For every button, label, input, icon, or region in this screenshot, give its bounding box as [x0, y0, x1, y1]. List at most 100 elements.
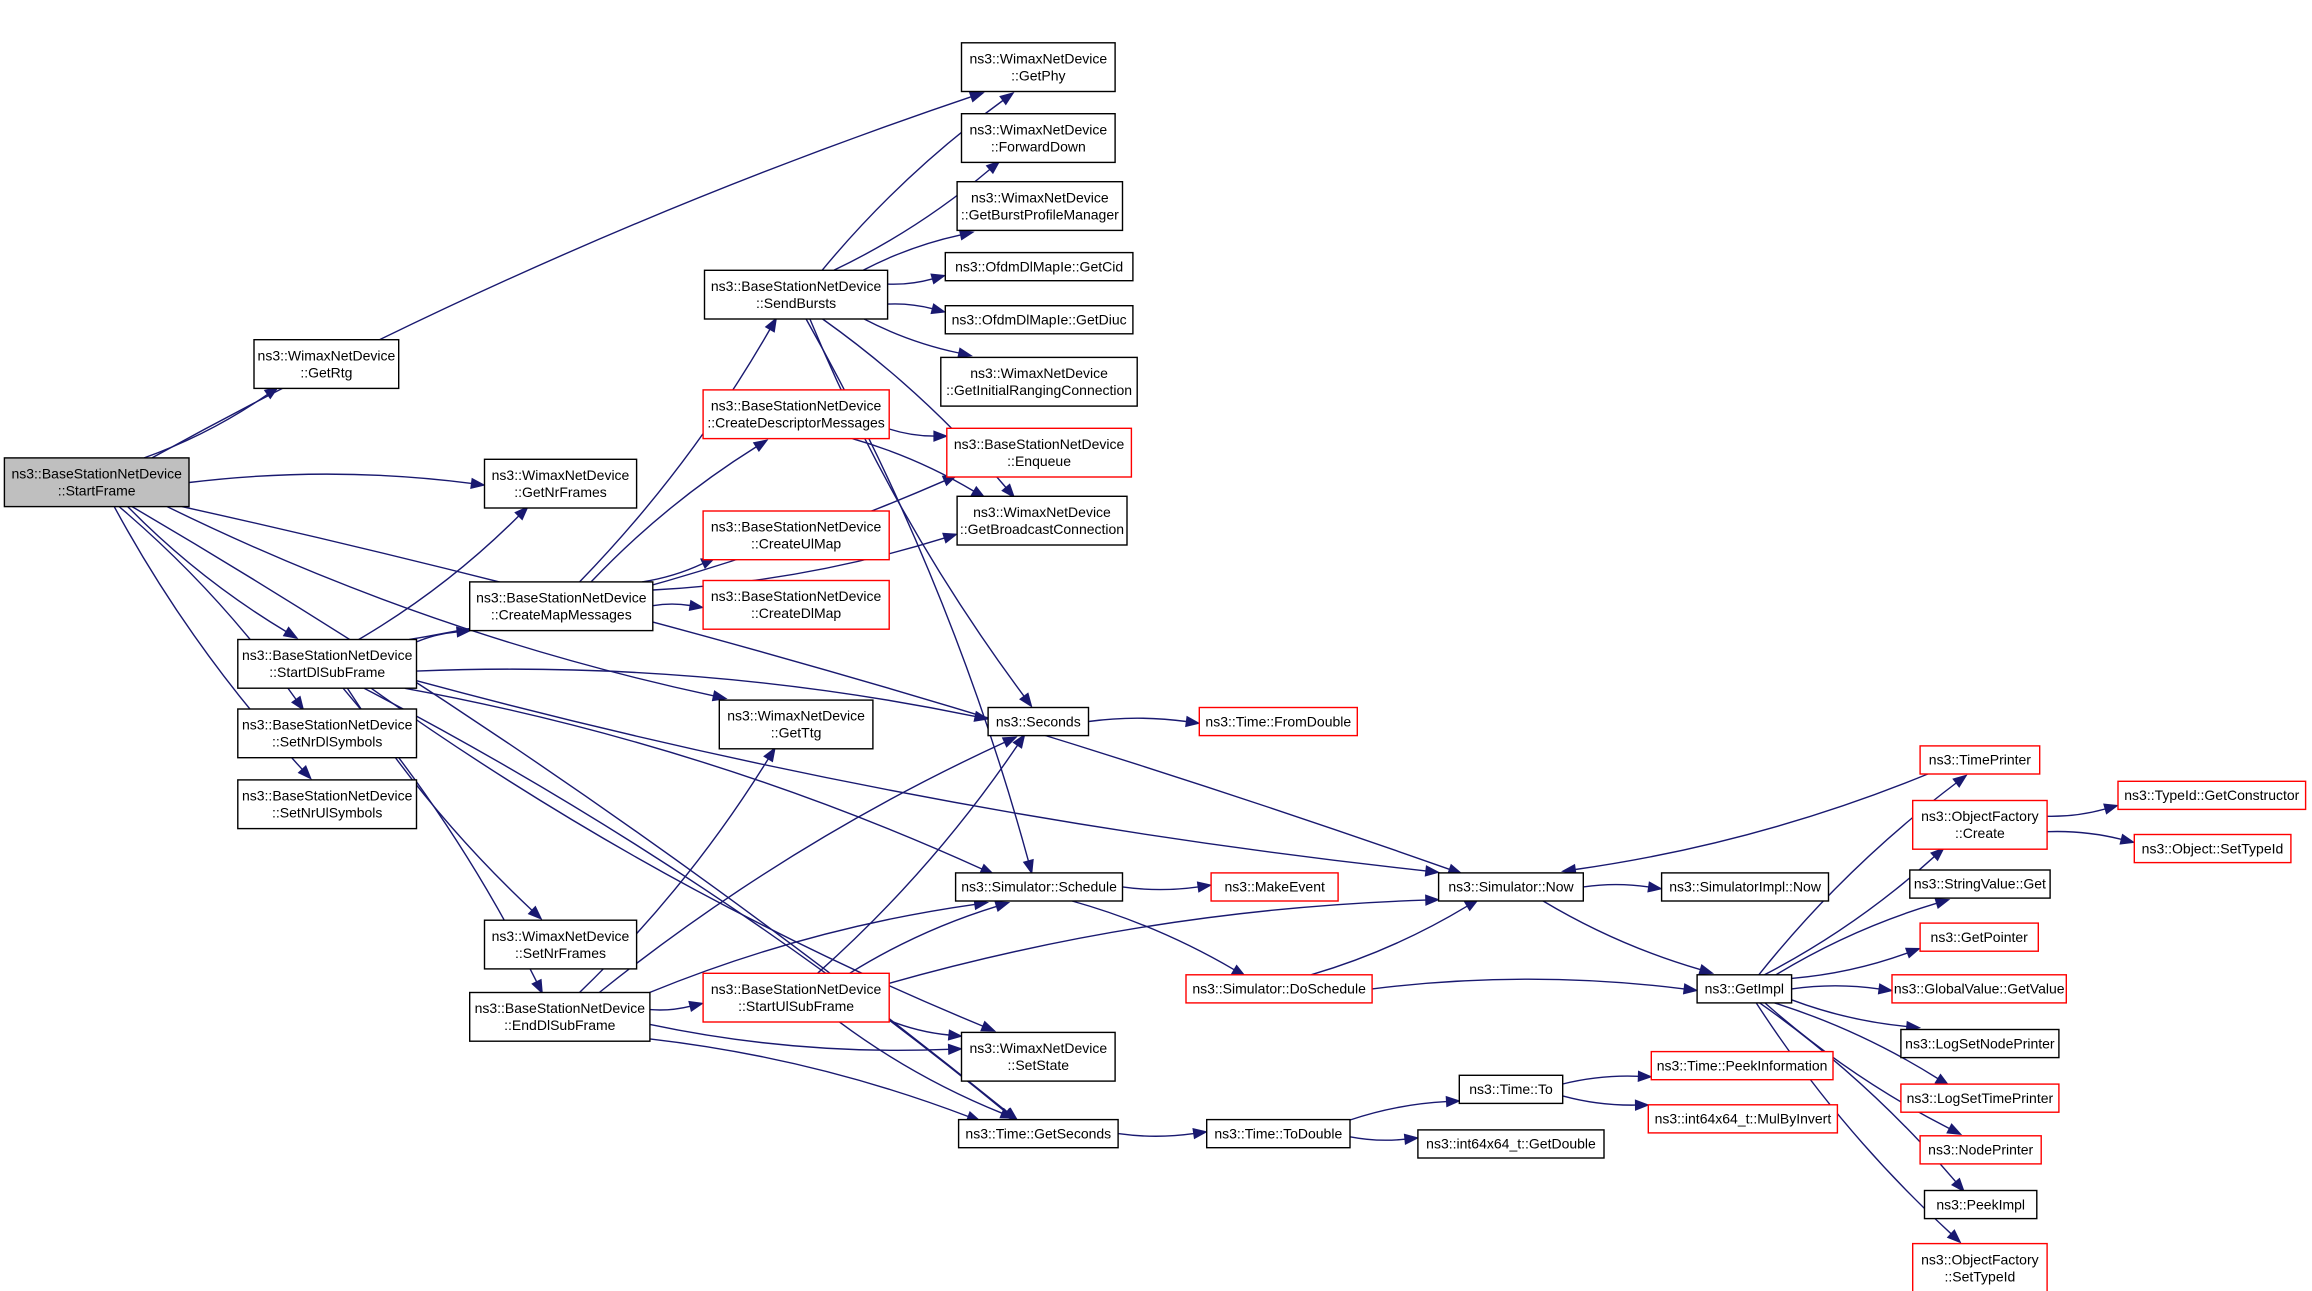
node-setstate[interactable]: ns3::WimaxNetDevice::SetState: [960, 1031, 1116, 1082]
node-box[interactable]: [3, 457, 190, 508]
node-getimpl[interactable]: ns3::GetImpl: [1696, 974, 1793, 1004]
node-getbroadcast[interactable]: ns3::WimaxNetDevice::GetBroadcastConnect…: [956, 495, 1128, 546]
node-getdiuc[interactable]: ns3::OfdmDlMapIe::GetDiuc: [944, 305, 1134, 335]
node-box[interactable]: [956, 180, 1124, 232]
node-box[interactable]: [946, 427, 1133, 478]
node-box[interactable]: [703, 269, 889, 320]
node-timeprinter[interactable]: ns3::TimePrinter: [1919, 745, 2041, 775]
node-getseconds[interactable]: ns3::Time::GetSeconds: [957, 1118, 1119, 1149]
node-box[interactable]: [1210, 872, 1339, 902]
node-box[interactable]: [1696, 974, 1793, 1004]
node-startdlsubframe[interactable]: ns3::BaseStationNetDevice::StartDlSubFra…: [237, 638, 418, 689]
node-stringvalueget[interactable]: ns3::StringValue::Get: [1909, 869, 2051, 899]
node-forwarddown[interactable]: ns3::WimaxNetDevice::ForwardDown: [960, 112, 1116, 164]
node-box[interactable]: [702, 389, 890, 440]
node-getinitialranging[interactable]: ns3::WimaxNetDevice::GetInitialRangingCo…: [940, 356, 1138, 407]
node-box[interactable]: [1900, 1083, 2060, 1113]
node-box[interactable]: [1900, 1028, 2060, 1059]
node-logsetnodeprinter[interactable]: ns3::LogSetNodePrinter: [1900, 1028, 2060, 1059]
node-box[interactable]: [940, 356, 1138, 407]
node-createdescriptor[interactable]: ns3::BaseStationNetDevice::CreateDescrip…: [702, 389, 890, 440]
node-objectsettypeid[interactable]: ns3::Object::SetTypeId: [2133, 833, 2292, 864]
node-globalvalueget[interactable]: ns3::GlobalValue::GetValue: [1891, 974, 2068, 1004]
node-box[interactable]: [469, 581, 654, 632]
node-box[interactable]: [1891, 974, 2068, 1004]
node-peekinformation[interactable]: ns3::Time::PeekInformation: [1650, 1050, 1834, 1081]
node-simimplnow[interactable]: ns3::SimulatorImpl::Now: [1660, 872, 1830, 902]
node-box[interactable]: [253, 339, 400, 390]
node-getttg[interactable]: ns3::WimaxNetDevice::GetTtg: [718, 699, 874, 750]
node-box[interactable]: [1417, 1129, 1605, 1159]
node-getnrframes[interactable]: ns3::WimaxNetDevice::GetNrFrames: [483, 458, 638, 509]
node-setnrdlsymbols[interactable]: ns3::BaseStationNetDevice::SetNrDlSymbol…: [237, 708, 418, 759]
node-createmapmessages[interactable]: ns3::BaseStationNetDevice::CreateMapMess…: [469, 581, 654, 632]
node-box[interactable]: [1205, 1118, 1351, 1149]
node-box[interactable]: [237, 638, 418, 689]
node-box[interactable]: [1909, 869, 2051, 899]
node-startulsubframe[interactable]: ns3::BaseStationNetDevice::StartUlSubFra…: [702, 972, 890, 1023]
node-box[interactable]: [2117, 780, 2307, 811]
node-box[interactable]: [944, 251, 1134, 282]
node-box[interactable]: [1198, 706, 1359, 737]
node-box[interactable]: [987, 706, 1090, 737]
node-box[interactable]: [702, 579, 890, 630]
node-setnrulsymbols[interactable]: ns3::BaseStationNetDevice::SetNrUlSymbol…: [237, 779, 418, 830]
node-fromdouble[interactable]: ns3::Time::FromDouble: [1198, 706, 1359, 737]
node-box[interactable]: [1911, 799, 2048, 850]
node-box[interactable]: [483, 919, 638, 970]
node-box[interactable]: [1647, 1104, 1839, 1134]
node-box[interactable]: [956, 495, 1128, 546]
node-timeto[interactable]: ns3::Time::To: [1458, 1074, 1564, 1105]
node-box[interactable]: [237, 708, 418, 759]
node-box[interactable]: [1919, 922, 2039, 952]
node-makeevent[interactable]: ns3::MakeEvent: [1210, 872, 1339, 902]
node-mulbyinvert[interactable]: ns3::int64x64_t::MulByInvert: [1647, 1104, 1839, 1134]
node-box[interactable]: [469, 991, 651, 1042]
node-box[interactable]: [957, 1118, 1119, 1149]
node-nodeprinter[interactable]: ns3::NodePrinter: [1919, 1135, 2042, 1165]
node-box[interactable]: [718, 699, 874, 750]
node-box[interactable]: [944, 305, 1134, 335]
node-box[interactable]: [1185, 974, 1373, 1004]
node-box[interactable]: [960, 1031, 1116, 1082]
node-box[interactable]: [483, 458, 638, 509]
node-box[interactable]: [960, 42, 1116, 93]
node-seconds[interactable]: ns3::Seconds: [987, 706, 1090, 737]
node-getphy[interactable]: ns3::WimaxNetDevice::GetPhy: [960, 42, 1116, 93]
node-getdouble[interactable]: ns3::int64x64_t::GetDouble: [1417, 1129, 1605, 1159]
node-schedule[interactable]: ns3::Simulator::Schedule: [954, 872, 1124, 902]
node-getpointer[interactable]: ns3::GetPointer: [1919, 922, 2039, 952]
node-createdlmap[interactable]: ns3::BaseStationNetDevice::CreateDlMap: [702, 579, 890, 630]
node-box[interactable]: [702, 510, 890, 561]
node-getconstructor[interactable]: ns3::TypeId::GetConstructor: [2117, 780, 2307, 811]
node-enqueue[interactable]: ns3::BaseStationNetDevice::Enqueue: [946, 427, 1133, 478]
node-box[interactable]: [954, 872, 1124, 902]
node-todouble[interactable]: ns3::Time::ToDouble: [1205, 1118, 1351, 1149]
node-box[interactable]: [1437, 872, 1584, 902]
node-doschedule[interactable]: ns3::Simulator::DoSchedule: [1185, 974, 1373, 1004]
node-box[interactable]: [1458, 1074, 1564, 1105]
node-box[interactable]: [1919, 745, 2041, 775]
node-objfactorycreate[interactable]: ns3::ObjectFactory::Create: [1911, 799, 2048, 850]
node-box[interactable]: [1911, 1242, 2048, 1291]
node-box[interactable]: [960, 112, 1116, 164]
node-getrtg[interactable]: ns3::WimaxNetDevice::GetRtg: [253, 339, 400, 390]
node-setnrframes[interactable]: ns3::WimaxNetDevice::SetNrFrames: [483, 919, 638, 970]
node-sendbursts[interactable]: ns3::BaseStationNetDevice::SendBursts: [703, 269, 889, 320]
node-peekimpl[interactable]: ns3::PeekImpl: [1923, 1189, 2038, 1220]
node-box[interactable]: [1923, 1189, 2038, 1220]
node-box[interactable]: [1650, 1050, 1834, 1081]
node-box[interactable]: [1919, 1135, 2042, 1165]
node-createulmap[interactable]: ns3::BaseStationNetDevice::CreateUlMap: [702, 510, 890, 561]
node-enddlsubframe[interactable]: ns3::BaseStationNetDevice::EndDlSubFrame: [469, 991, 651, 1042]
node-logsettimeprinter[interactable]: ns3::LogSetTimePrinter: [1900, 1083, 2060, 1113]
node-getcid[interactable]: ns3::OfdmDlMapIe::GetCid: [944, 251, 1134, 282]
node-objfactorysettypeid[interactable]: ns3::ObjectFactory::SetTypeId: [1911, 1242, 2048, 1291]
node-box[interactable]: [2133, 833, 2292, 864]
node-simnow[interactable]: ns3::Simulator::Now: [1437, 872, 1584, 902]
node-startframe[interactable]: ns3::BaseStationNetDevice::StartFrame: [3, 457, 190, 508]
node-box[interactable]: [1660, 872, 1830, 902]
node-box[interactable]: [237, 779, 418, 830]
node-getburstprofile[interactable]: ns3::WimaxNetDevice::GetBurstProfileMana…: [956, 180, 1124, 232]
node-box[interactable]: [702, 972, 890, 1023]
